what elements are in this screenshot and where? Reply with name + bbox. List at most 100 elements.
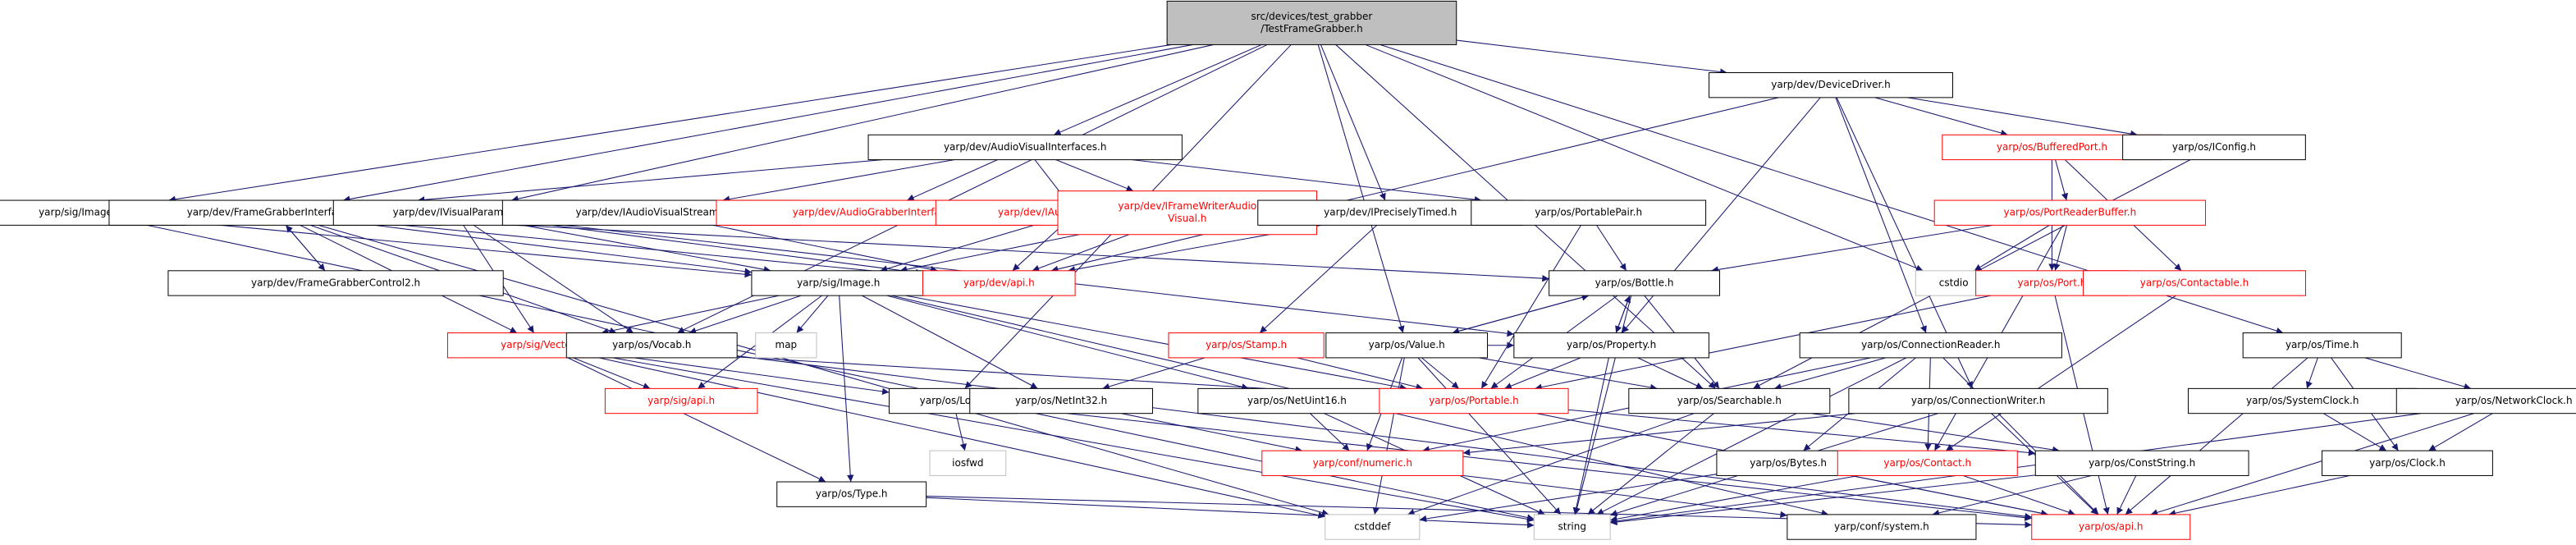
edge-port-to-portable [1535,295,1992,391]
edge-root-to-devdriver [1456,39,1727,76]
node-property[interactable]: yarp/os/Property.h [1513,332,1709,359]
node-label: yarp/dev/IPreciselyTimed.h [1324,207,1457,218]
edge-connreader-to-searchable [1774,357,1887,391]
node-sysclock[interactable]: yarp/os/SystemClock.h [2188,387,2418,414]
node-box [1325,514,1421,540]
node-clock[interactable]: yarp/os/Clock.h [2322,450,2493,476]
edge-contactable-to-contact [1945,295,2176,451]
edge-iaudiovisgrabber-to-sigimage [880,224,1035,272]
edge-ostime-to-sysclock [2305,357,2318,389]
edge-devdriver-to-iconfig [1907,97,2138,138]
edge-contact-to-string [1610,474,1859,523]
node-label: /TestFrameGrabber.h [1261,23,1363,34]
node-label: yarp/sig/api.h [647,395,715,406]
edge-value-to-string [1417,357,1562,515]
node-label: yarp/conf/numeric.h [1313,457,1412,469]
node-label: yarp/os/Contactable.h [2140,277,2249,288]
edge-ostime-to-netclock [2364,357,2472,391]
node-label: map [776,339,798,350]
edge-portablepair-to-bottle [1596,225,1627,272]
node-box [867,134,1183,161]
node-contactable[interactable]: yarp/os/Contactable.h [2083,270,2307,296]
node-connreader[interactable]: yarp/os/ConnectionReader.h [1799,332,2062,359]
node-label: yarp/os/PortReaderBuffer.h [2004,207,2137,218]
node-connwriter[interactable]: yarp/os/ConnectionWriter.h [1848,387,2108,414]
node-root[interactable]: src/devices/test_grabber/TestFrameGrabbe… [1166,0,1457,45]
edge-ostime-to-osapi [2125,357,2308,515]
edge-netuint16-to-numeric [1310,413,1350,451]
node-box [776,481,927,507]
node-box [929,450,1007,476]
node-devdriver[interactable]: yarp/dev/DeviceDriver.h [1709,72,1953,98]
edge-bytes-to-cstddef [1419,474,1717,523]
node-label: yarp/os/IConfig.h [2172,141,2256,153]
node-contact[interactable]: yarp/os/Contact.h [1837,450,2018,476]
node-cstddef: cstddef [1325,514,1421,540]
node-label: Visual.h [1168,213,1206,224]
node-portable[interactable]: yarp/os/Portable.h [1379,387,1569,414]
edge-vocab-to-osapi [737,355,2032,520]
edge-devdriver-to-connreader [1835,97,1927,333]
node-sigimage[interactable]: yarp/sig/Image.h [751,270,927,296]
edge-sigvector-to-string [612,357,1535,523]
node-value[interactable]: yarp/os/Value.h [1325,332,1489,359]
node-ostype[interactable]: yarp/os/Type.h [776,481,927,507]
node-searchable[interactable]: yarp/os/Searchable.h [1628,387,1831,414]
node-box [1837,450,2018,476]
node-bytes[interactable]: yarp/os/Bytes.h [1716,450,1860,476]
node-box [1325,332,1489,359]
node-box [1549,270,1720,296]
edge-connreader-to-osapi [1942,357,2099,515]
node-label: yarp/os/Port.h [2017,277,2086,288]
node-label: yarp/dev/IAudioVisualStream.h [575,207,728,218]
node-box [1261,450,1464,476]
edge-conststring-to-confsystem [1932,474,2092,516]
node-confsystem[interactable]: yarp/conf/system.h [1787,514,1977,540]
node-box [755,332,817,359]
edge-conststring-to-osapi [2116,475,2137,515]
node-numeric[interactable]: yarp/conf/numeric.h [1261,450,1464,476]
node-conststring[interactable]: yarp/os/ConstString.h [2034,450,2249,476]
node-label: yarp/os/Clock.h [2369,457,2446,469]
node-box [1533,514,1611,540]
node-vocab[interactable]: yarp/os/Vocab.h [565,332,738,359]
node-fgcontrol2[interactable]: yarp/dev/FrameGrabberControl2.h [167,270,504,296]
node-stamp[interactable]: yarp/os/Stamp.h [1168,332,1325,359]
node-label: string [1558,521,1586,533]
node-devapi[interactable]: yarp/dev/api.h [922,270,1076,296]
edge-devdriver-to-bufport [1874,97,2008,137]
node-box [1628,387,1831,414]
node-portablepair[interactable]: yarp/os/PortablePair.h [1471,199,1707,226]
edge-iaudiovisgrabber-to-devapi [1012,224,1063,272]
edge-sigvector-to-portable [636,350,1380,399]
edge-sigimage-to-vocab [689,295,802,334]
edge-ivisparams-to-vocab [473,224,634,334]
node-ostime[interactable]: yarp/os/Time.h [2242,332,2402,359]
edge-root-to-fgint [342,44,1193,203]
node-osapi[interactable]: yarp/os/api.h [2031,514,2191,540]
edge-portable-to-conststring [1568,409,2036,456]
edge-searchable-to-conststring [1811,413,2060,454]
edge-root-to-ivisparams [511,44,1214,203]
node-iconfig[interactable]: yarp/os/IConfig.h [2122,134,2306,161]
node-label: yarp/sig/Image.h [797,277,880,288]
node-portreaderbuf[interactable]: yarp/os/PortReaderBuffer.h [1933,199,2207,226]
edges-layer [147,39,2493,529]
node-sigapi[interactable]: yarp/sig/api.h [604,387,758,414]
node-label: yarp/os/ConnectionWriter.h [1911,395,2046,406]
node-label: yarp/os/NetInt32.h [1015,395,1107,406]
node-label: yarp/os/Stamp.h [1206,339,1287,350]
node-audiovisint[interactable]: yarp/dev/AudioVisualInterfaces.h [867,134,1183,161]
node-netint32[interactable]: yarp/os/NetInt32.h [969,387,1153,414]
node-netuint16[interactable]: yarp/os/NetUint16.h [1197,387,1397,414]
node-bottle[interactable]: yarp/os/Bottle.h [1549,270,1720,296]
node-netclock[interactable]: yarp/os/NetworkClock.h [2395,387,2576,414]
node-box [2188,387,2418,414]
node-box [1933,199,2207,226]
edge-numeric-to-confsystem [1462,474,1787,519]
node-label: yarp/os/ConnectionReader.h [1861,339,2000,350]
edge-audiovisint-to-iframewriter [1055,159,1134,192]
node-label: yarp/dev/AudioVisualInterfaces.h [944,141,1107,153]
